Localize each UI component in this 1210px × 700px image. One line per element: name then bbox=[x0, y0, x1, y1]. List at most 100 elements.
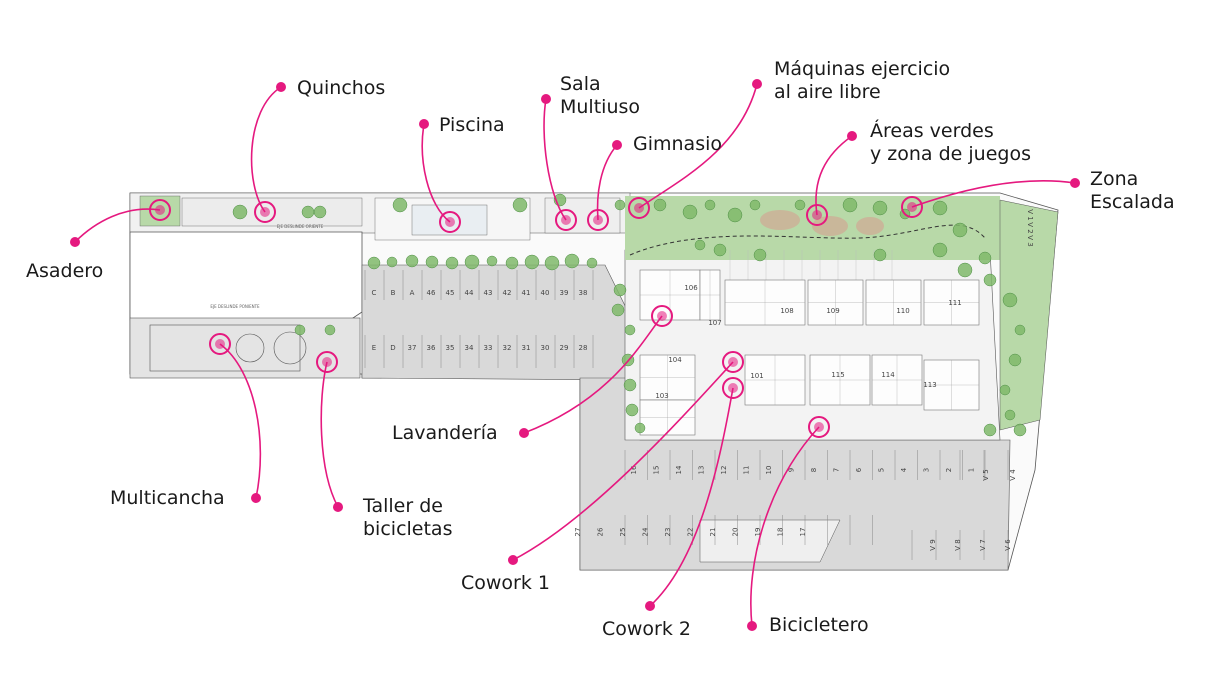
stall-number: 28 bbox=[579, 344, 588, 352]
label-taller: Taller de bicicletas bbox=[363, 495, 453, 540]
court-circle bbox=[273, 331, 307, 365]
unit-number: 106 bbox=[684, 284, 698, 292]
stall-number: 42 bbox=[503, 289, 512, 297]
stall-number: 38 bbox=[579, 289, 588, 297]
play-sand bbox=[856, 217, 884, 235]
tree bbox=[682, 204, 698, 220]
leader-dot-lavanderia bbox=[519, 428, 529, 438]
stall-number: 5 bbox=[878, 468, 886, 472]
stall-number: 23 bbox=[664, 528, 672, 537]
tree bbox=[294, 324, 306, 336]
unit-number: 114 bbox=[881, 371, 895, 379]
label-multicancha: Multicancha bbox=[110, 487, 225, 509]
stall-number: 34 bbox=[465, 344, 474, 352]
unit-number: 108 bbox=[780, 307, 793, 315]
label-bicicletero: Bicicletero bbox=[769, 614, 869, 636]
stall-number: 19 bbox=[754, 528, 762, 537]
plan-annotation: EJE DESLINDE PONIENTE bbox=[210, 304, 260, 309]
leader-line-quinchos bbox=[250, 86, 282, 213]
visitor-stall: V 8 bbox=[954, 539, 962, 550]
label-lavanderia: Lavandería bbox=[392, 422, 498, 444]
stall-number: 12 bbox=[720, 466, 728, 475]
visitor-stall: V 3 bbox=[1026, 235, 1034, 246]
tree bbox=[932, 200, 948, 216]
stall-number: 43 bbox=[484, 289, 493, 297]
marker-ring-sala-multiuso bbox=[555, 209, 577, 231]
label-quinchos: Quinchos bbox=[297, 77, 386, 99]
visitor-stall: V 5 bbox=[982, 469, 990, 480]
leader-dot-areas-verdes bbox=[847, 131, 857, 141]
tree bbox=[932, 242, 948, 258]
tree bbox=[623, 378, 637, 392]
tree bbox=[544, 255, 560, 271]
stall-number: 35 bbox=[446, 344, 455, 352]
stall-number: 40 bbox=[541, 289, 550, 297]
tree bbox=[301, 205, 315, 219]
tree bbox=[653, 198, 667, 212]
stall-number: 29 bbox=[560, 344, 569, 352]
marker-ring-areas-verdes bbox=[806, 204, 828, 226]
stall-number: 45 bbox=[446, 289, 455, 297]
visitor-stall: V 9 bbox=[929, 539, 937, 550]
stall-number: 17 bbox=[799, 528, 807, 537]
tree bbox=[952, 222, 968, 238]
visitor-stall: V 1 bbox=[1026, 209, 1034, 220]
court-circle bbox=[235, 333, 265, 363]
marker-center-cowork1 bbox=[728, 357, 738, 367]
tree bbox=[505, 256, 519, 270]
stall-number: B bbox=[391, 289, 396, 297]
leader-line-zona-escalada bbox=[911, 180, 1076, 208]
tree bbox=[753, 248, 767, 262]
stall-number: 6 bbox=[855, 467, 863, 472]
tree bbox=[1014, 324, 1026, 336]
stall-number: 25 bbox=[619, 528, 627, 537]
stall-number: 7 bbox=[833, 468, 841, 472]
tree bbox=[564, 253, 580, 269]
label-cowork2: Cowork 2 bbox=[602, 618, 691, 640]
stall-number: 21 bbox=[709, 528, 717, 537]
stall-number: 22 bbox=[687, 528, 695, 537]
label-areas-verdes: Áreas verdes y zona de juegos bbox=[870, 120, 1031, 165]
leader-dot-cowork1 bbox=[508, 555, 518, 565]
leader-line-bicicletero bbox=[750, 426, 820, 627]
stall-number: 1 bbox=[968, 468, 976, 472]
visitor-stall: V 7 bbox=[979, 539, 987, 550]
marker-ring-lavanderia bbox=[651, 305, 673, 327]
leader-dot-taller bbox=[333, 502, 343, 512]
stall-number: C bbox=[372, 289, 377, 297]
stall-number: 26 bbox=[597, 527, 605, 536]
tree bbox=[386, 256, 398, 268]
parking-upper bbox=[361, 264, 641, 381]
leader-dot-gimnasio bbox=[612, 140, 622, 150]
marker-ring-bicicletero bbox=[808, 416, 830, 438]
tree bbox=[1013, 423, 1027, 437]
marker-ring-quinchos bbox=[254, 201, 276, 223]
plan-annotation: EJE DESLINDE ORIENTE bbox=[277, 224, 324, 229]
stall-number: E bbox=[372, 344, 376, 352]
tree bbox=[324, 324, 336, 336]
leader-line-gimnasio bbox=[596, 144, 618, 221]
marker-center-piscina bbox=[445, 217, 455, 227]
marker-ring-zona-escalada bbox=[901, 196, 923, 218]
label-cowork1: Cowork 1 bbox=[461, 572, 550, 594]
leader-line-taller bbox=[320, 361, 339, 508]
play-sand bbox=[760, 210, 800, 230]
marker-center-areas-verdes bbox=[812, 210, 822, 220]
stall-number: 39 bbox=[560, 289, 569, 297]
tree bbox=[1004, 409, 1016, 421]
tree bbox=[727, 207, 743, 223]
stall-number: 4 bbox=[900, 467, 908, 472]
marker-center-zona-escalada bbox=[907, 202, 917, 212]
label-maquinas: Máquinas ejercicio al aire libre bbox=[774, 58, 951, 103]
tree bbox=[704, 199, 716, 211]
tree bbox=[713, 243, 727, 257]
tree bbox=[512, 197, 528, 213]
stall-number: 41 bbox=[522, 289, 531, 297]
tree bbox=[464, 254, 480, 270]
tree bbox=[524, 254, 540, 270]
stall-number: 2 bbox=[945, 468, 953, 472]
tree bbox=[749, 199, 761, 211]
stall-number: 27 bbox=[574, 528, 582, 537]
unit-number: 111 bbox=[948, 299, 961, 307]
